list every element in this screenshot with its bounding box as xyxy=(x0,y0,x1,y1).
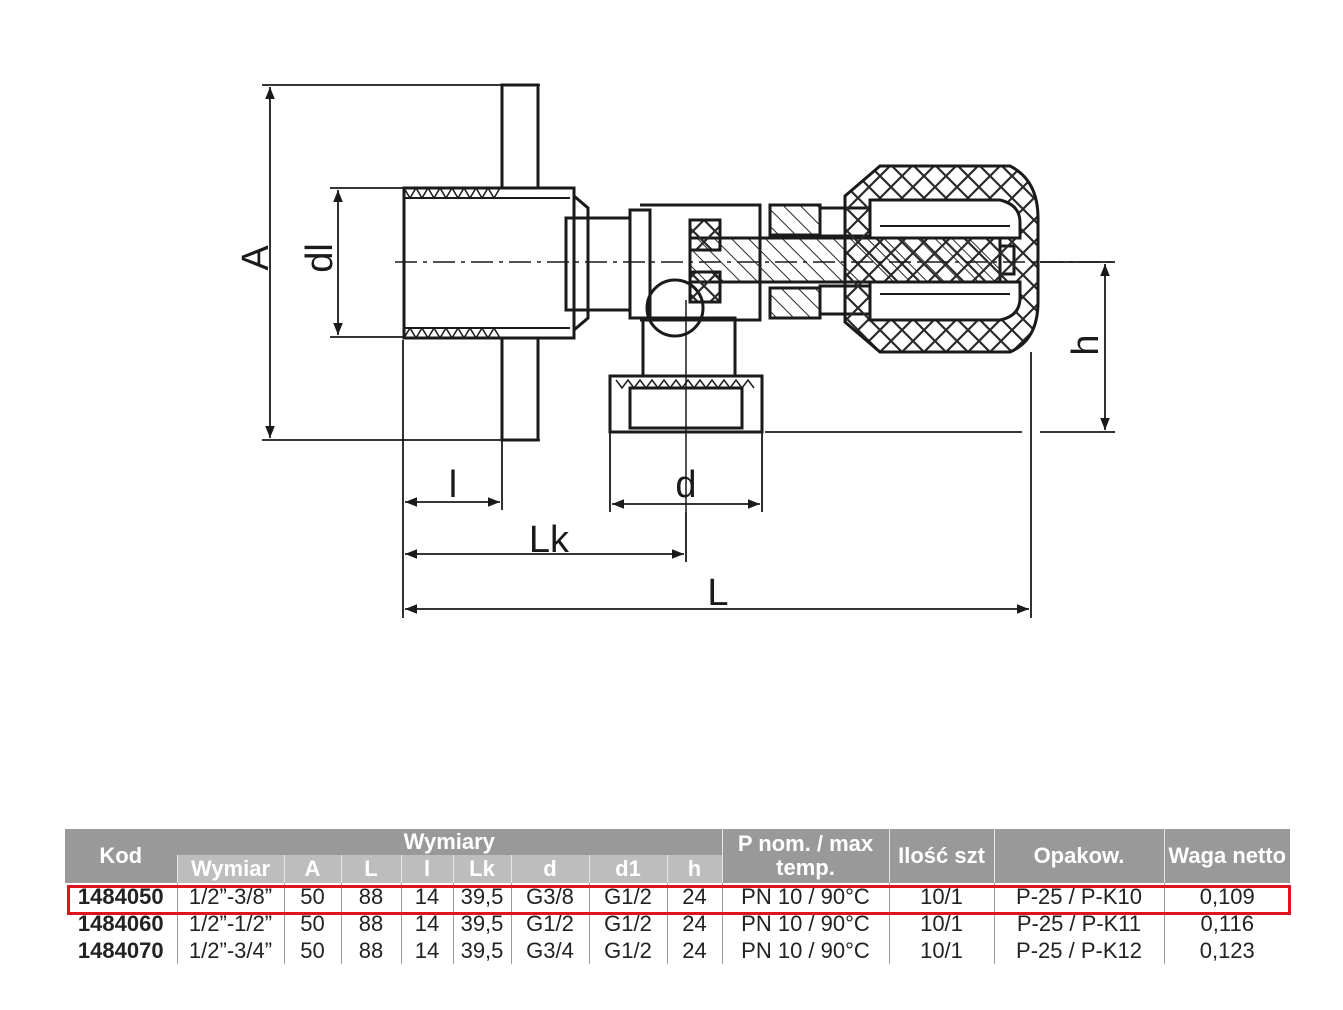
label-h: h xyxy=(1065,334,1107,355)
cell-A: 50 xyxy=(283,937,341,964)
cell-wymiar: 1/2”-3/4” xyxy=(176,937,284,964)
subheader-d1: d1 xyxy=(588,855,667,883)
cell-kod: 1484070 xyxy=(77,938,164,963)
subheader-Lk: Lk xyxy=(452,855,511,883)
cell-wymiar: 1/2”-1/2” xyxy=(176,910,284,937)
spec-table: Kod Wymiary P nom. / max temp. Ilość szt… xyxy=(65,829,1290,964)
header-opakow: Opakow. xyxy=(993,829,1164,883)
label-L: L xyxy=(707,572,728,614)
cell-waga: 0,123 xyxy=(1163,937,1290,964)
header-waga: Waga netto xyxy=(1163,829,1290,883)
label-A: A xyxy=(235,245,277,271)
cell-d1: G1/2 xyxy=(588,910,667,937)
dimension-lines xyxy=(262,84,1115,618)
cell-Lk: 39,5 xyxy=(452,937,511,964)
cell-d1: G1/2 xyxy=(588,937,667,964)
subheader-A: A xyxy=(283,855,341,883)
cell-kod: 1484050 xyxy=(77,884,164,909)
label-dl: dl xyxy=(299,243,341,273)
table-row: 1484070 1/2”-3/4” 50 88 14 39,5 G3/4 G1/… xyxy=(65,937,1290,964)
cell-p-nom: PN 10 / 90°C xyxy=(721,937,889,964)
cell-kod: 1484060 xyxy=(77,911,164,936)
subheader-L: L xyxy=(340,855,401,883)
header-ilosc: Ilość szt xyxy=(888,829,994,883)
cell-ilosc: 10/1 xyxy=(888,937,994,964)
subheader-h: h xyxy=(666,855,722,883)
label-d: d xyxy=(675,464,696,506)
valve-technical-drawing: A dl h l d Lk L xyxy=(235,83,1115,618)
highlight-box xyxy=(67,885,1291,915)
cell-h: 24 xyxy=(666,937,722,964)
subheader-wymiar: Wymiar xyxy=(176,855,284,883)
subheader-d: d xyxy=(510,855,589,883)
cell-d: G3/4 xyxy=(510,937,589,964)
table-row: 1484060 1/2”-1/2” 50 88 14 39,5 G1/2 G1/… xyxy=(65,910,1290,937)
cell-l: 14 xyxy=(400,937,453,964)
header-kod: Kod xyxy=(65,829,177,883)
header-p-nom: P nom. / max temp. xyxy=(721,829,889,883)
label-Lk: Lk xyxy=(529,519,570,561)
header-wymiary: Wymiary xyxy=(177,829,722,855)
cell-L: 88 xyxy=(340,937,401,964)
cell-opakow: P-25 / P-K12 xyxy=(993,937,1164,964)
subheader-l: l xyxy=(400,855,453,883)
label-l: l xyxy=(449,464,457,506)
